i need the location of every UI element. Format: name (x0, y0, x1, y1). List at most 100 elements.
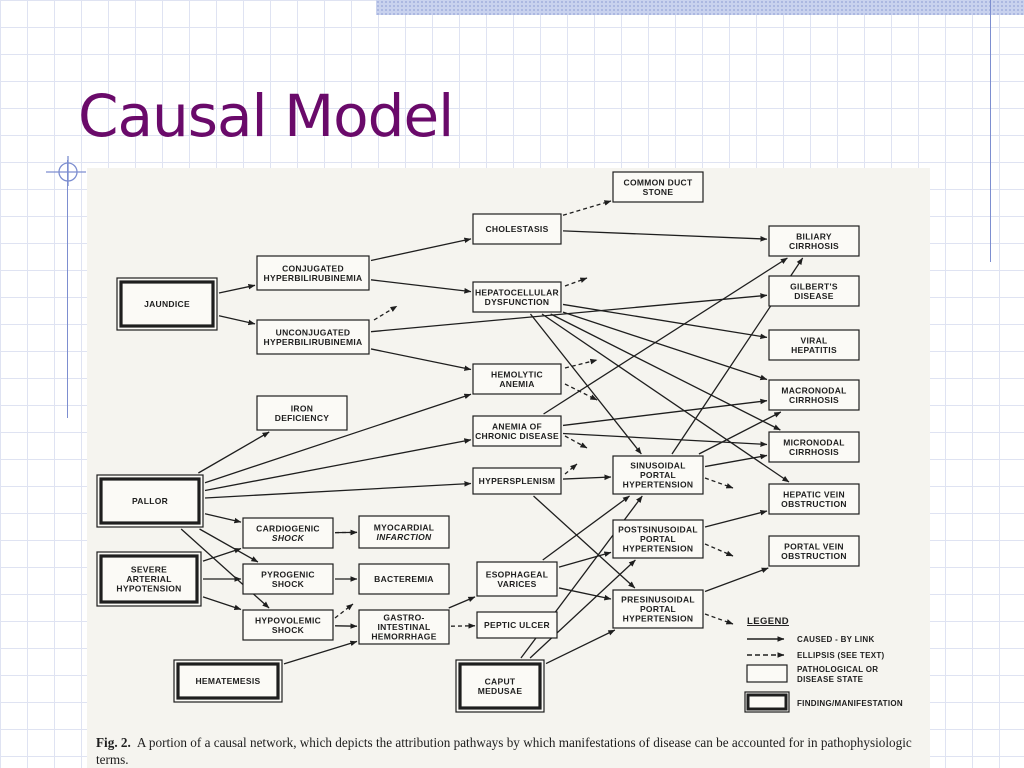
node-label: HEPATOCELLULAR (475, 287, 559, 297)
node-label: INTESTINAL (377, 622, 430, 632)
node-box (96, 551, 202, 607)
causal-link-caput-to-postsin (529, 559, 636, 659)
causal-link-pallor-to-anemia_cd (204, 438, 472, 492)
node-label: SHOCK (272, 625, 305, 635)
node-label: DEFICIENCY (275, 413, 330, 423)
node-label: HEMATEMESIS (195, 676, 260, 686)
node-chole: CHOLESTASIS (472, 213, 562, 245)
node-label: PORTAL (640, 470, 676, 480)
ellipsis-link-hepato-up (564, 277, 588, 287)
ellipsis-link-hypersp-up (564, 463, 578, 475)
node-finding-border (176, 662, 280, 700)
node-label: MACRONODAL (781, 385, 846, 395)
left-guide-line (67, 160, 68, 418)
node-label: BACTEREMIA (374, 574, 434, 584)
node-label: UNCONJUGATED (276, 327, 351, 337)
causal-link-anemia_cd-to-biliary (543, 257, 788, 415)
node-label: OBSTRUCTION (781, 551, 847, 561)
node-label: GASTRO- (383, 613, 424, 623)
node-label: PORTAL VEIN (784, 541, 844, 551)
causal-link-unconj-to-hemo (370, 348, 472, 371)
node-label: ESOPHAGEAL (486, 569, 549, 579)
causal-link-severe_hypo-to-cardio (202, 547, 242, 562)
node-box (358, 515, 450, 549)
ellipsis-link-presin-down (704, 613, 734, 625)
node-box (612, 171, 704, 203)
ellipsis-link-hemo-down (564, 383, 598, 401)
node-label: MEDUSAE (478, 686, 523, 696)
ellipsis-link-postsin-down (704, 543, 734, 557)
node-label: HEPATIC VEIN (783, 489, 845, 499)
legend: LEGEND CAUSED - BY LINK ELLIPSIS (SEE TE… (744, 616, 903, 713)
causal-link-pallor-to-iron (198, 431, 270, 474)
causal-link-pallor-to-hemo (204, 393, 472, 484)
caption-text: A portion of a causal network, which dep… (96, 735, 912, 767)
node-box (242, 563, 334, 595)
ellipsis-link-chole-to-cds (562, 200, 612, 216)
node-label: JAUNDICE (144, 299, 190, 309)
causal-link-hepato-to-hepvein (541, 313, 790, 483)
node-hematemesis: HEMATEMESIS (173, 659, 283, 703)
node-label: HYPERTENSION (623, 480, 694, 490)
node-label: CHRONIC DISEASE (475, 431, 559, 441)
node-box (612, 519, 704, 559)
node-label: SINUSOIDAL (630, 461, 685, 471)
node-jaundice: JAUNDICE (116, 277, 218, 331)
ellipsis-link-hypovol-up (334, 603, 354, 619)
node-label: OBSTRUCTION (781, 499, 847, 509)
node-label: ANEMIA OF (492, 421, 542, 431)
causal-link-pallor-to-hypersp (204, 481, 472, 499)
node-box (256, 395, 348, 431)
node-label: DISEASE (794, 291, 833, 301)
legend-item-caused: CAUSED - BY LINK (797, 635, 875, 644)
ellipsis-link-sinus-down (704, 477, 734, 489)
causal-link-hepato-to-micro (550, 313, 781, 431)
causal-link-hematemesis-to-gi (283, 640, 358, 665)
causal-link-gi-to-esoph (448, 596, 476, 609)
node-box (768, 275, 860, 307)
node-box (612, 455, 704, 495)
node-label: STONE (643, 187, 674, 197)
node-label: IRON (291, 403, 313, 413)
node-box (455, 659, 545, 713)
causal-link-hepato-to-viral (562, 303, 768, 340)
slide-title: Causal Model (78, 82, 454, 150)
node-box (358, 609, 450, 645)
node-label: GILBERT'S (790, 281, 838, 291)
node-label: PEPTIC ULCER (484, 620, 550, 630)
node-box (256, 319, 370, 355)
legend-thin-box (746, 664, 788, 683)
node-box (472, 281, 562, 313)
node-box (472, 213, 562, 245)
causal-link-presin-to-portvein (704, 567, 769, 593)
node-label: MICRONODAL (783, 437, 845, 447)
node-box (768, 431, 860, 463)
legend-thick-box-inner (746, 693, 788, 711)
node-bact: BACTEREMIA (358, 563, 450, 595)
node-label: HYPOVOLEMIC (255, 615, 321, 625)
ellipsis-link-anemia_cd-down (564, 435, 588, 449)
legend-item-finding: FINDING/MANIFESTATION (797, 699, 903, 708)
node-label: INFARCTION (377, 532, 433, 542)
node-label: COMMON DUCT (624, 177, 693, 187)
node-label: HYPERTENSION (623, 614, 694, 624)
legend-title: LEGEND (747, 616, 789, 627)
node-label: CHOLESTASIS (485, 224, 548, 234)
node-box (472, 415, 562, 447)
node-label: CIRRHOSIS (789, 241, 839, 251)
causal-link-sinus-to-macro (698, 411, 782, 455)
node-box (242, 517, 334, 549)
node-box (472, 467, 562, 495)
node-label: HEPATITIS (791, 345, 837, 355)
